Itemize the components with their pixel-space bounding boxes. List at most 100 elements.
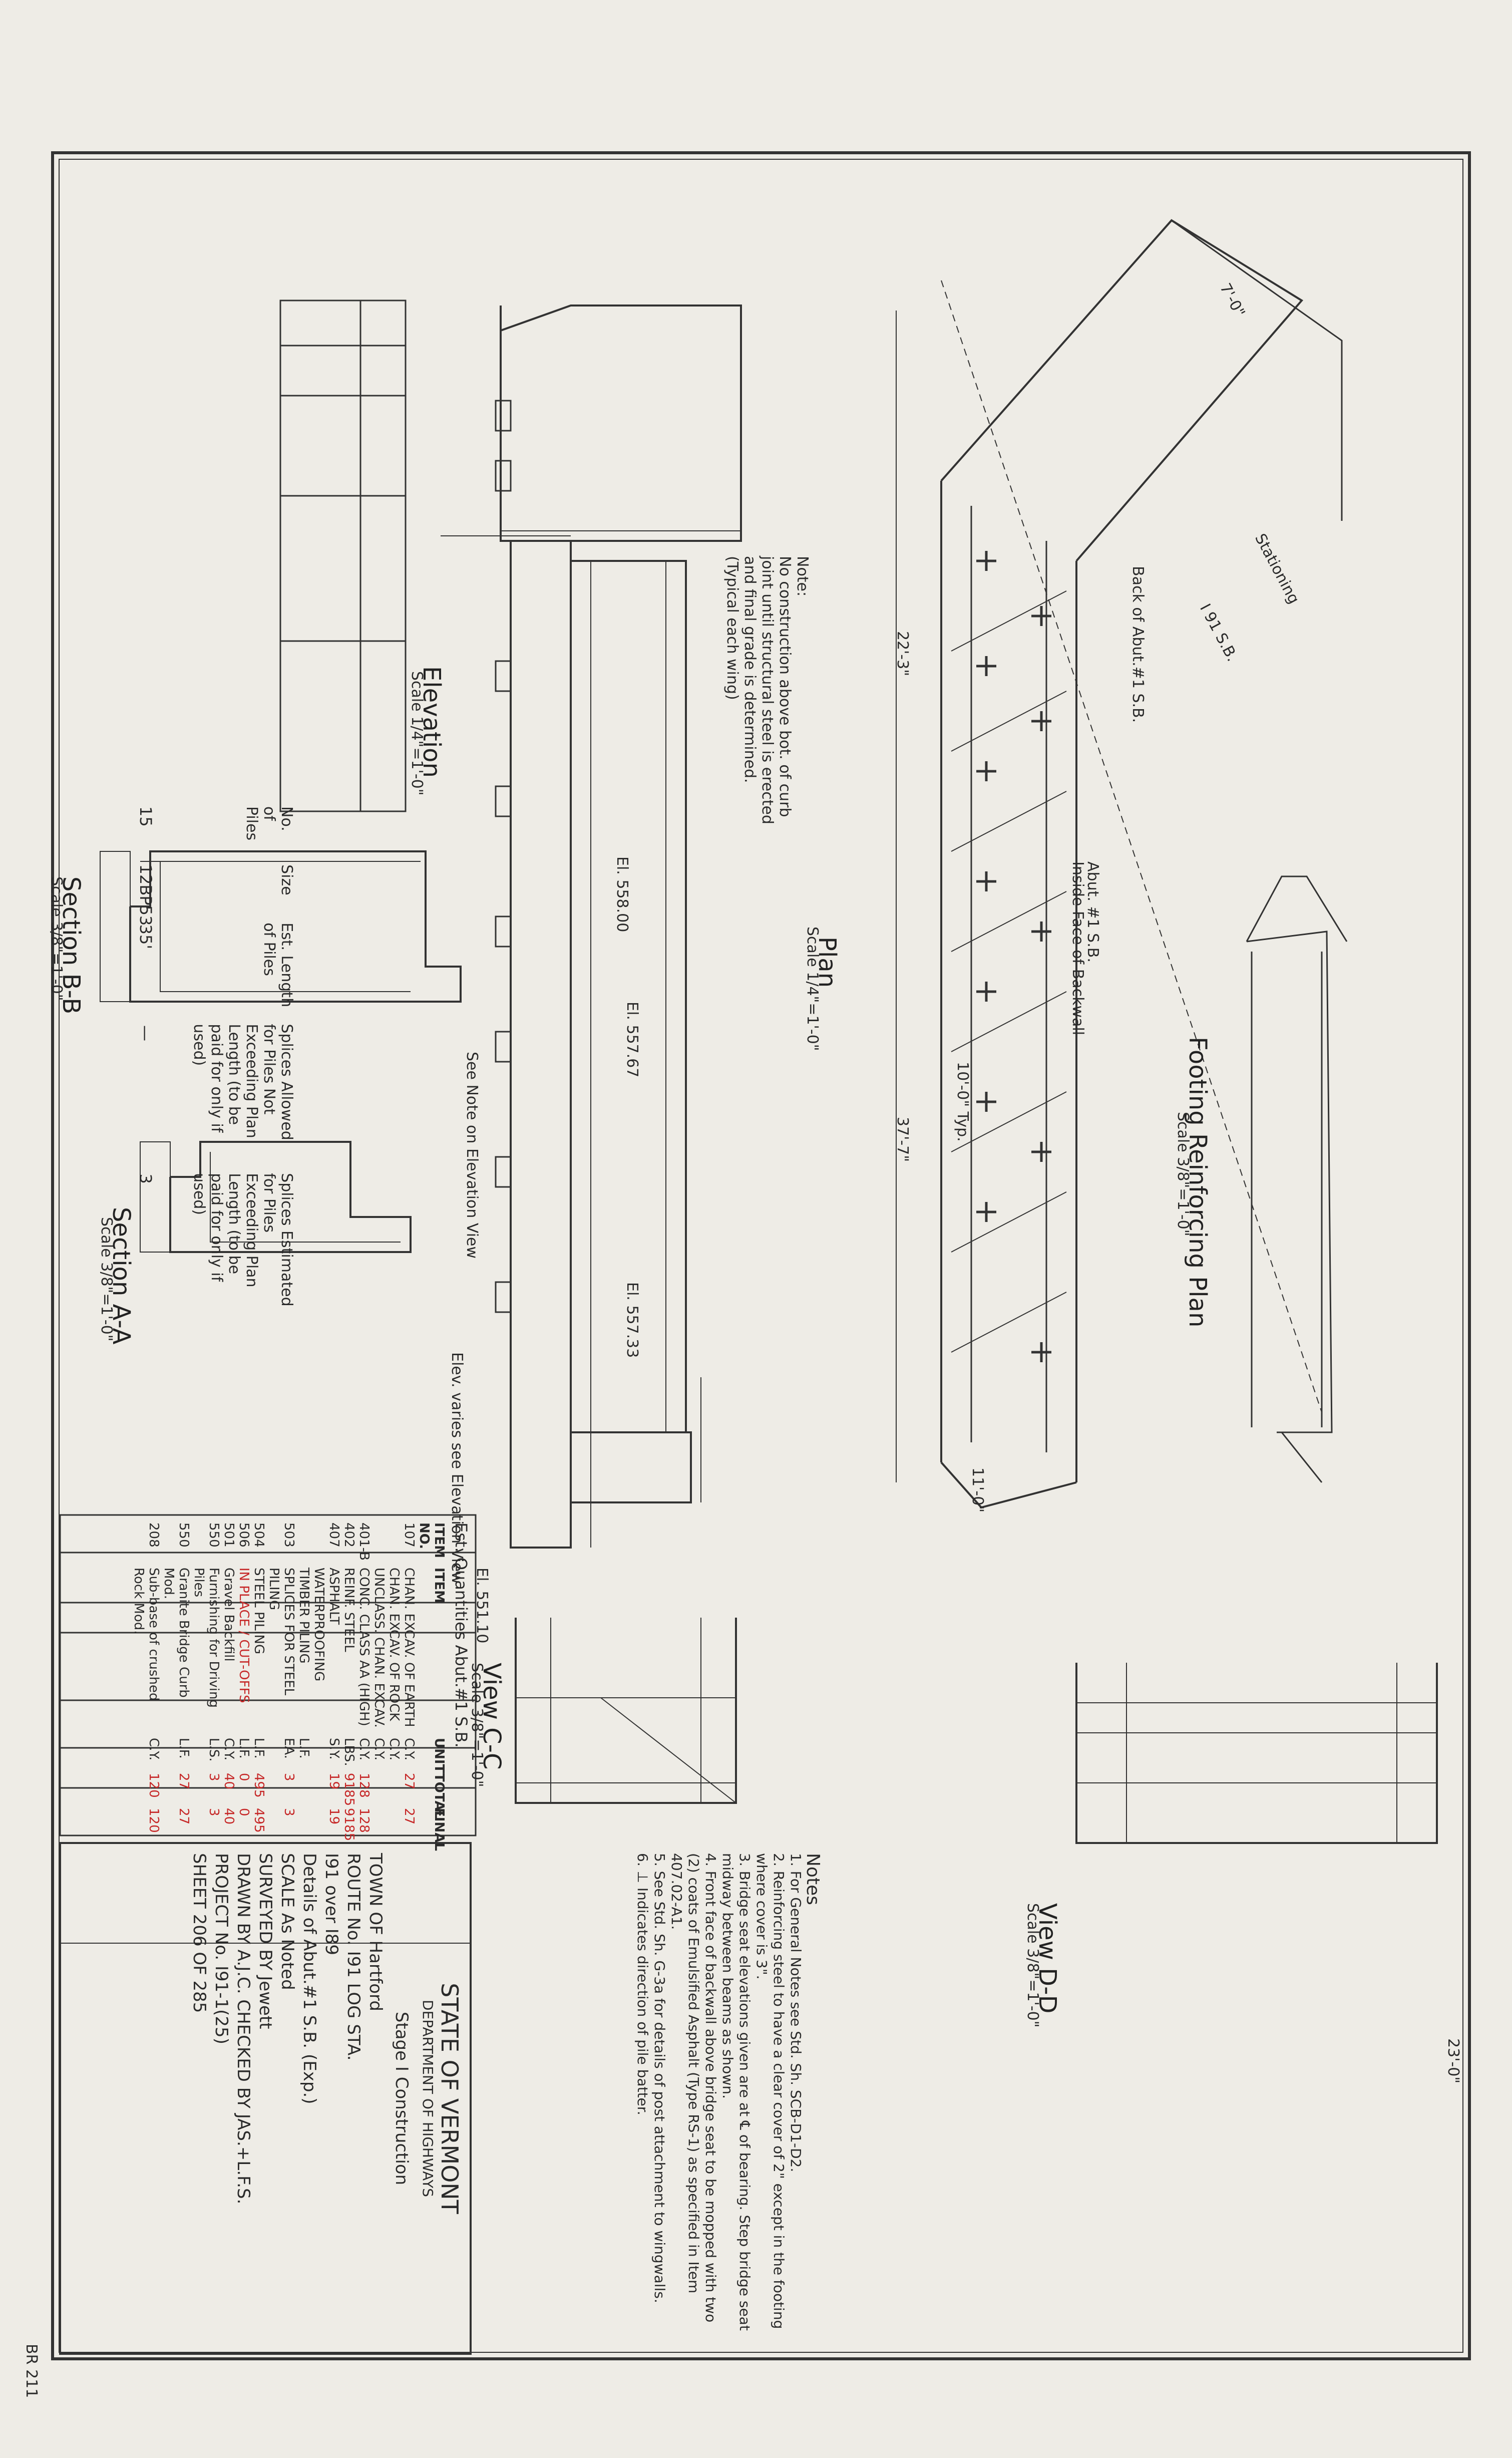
footing-reinforcing-plan	[1246, 875, 1348, 1483]
quantity-cell: Granite Bridge Curb Mod.	[161, 1568, 191, 1698]
label-abut: Abut. #1 S.B.	[1084, 861, 1101, 963]
quantity-row: UNCLASS. CHAN. EXCAV.C.Y.	[371, 1522, 387, 1843]
note-5: 5. See Std. Sh. G-3a for details of post…	[651, 1853, 668, 2303]
sheet-border	[51, 151, 1471, 2360]
qcol-final: FINAL	[432, 1808, 447, 1851]
quantity-cell: CHAN. EXCAV. OF EARTH	[402, 1568, 417, 1727]
dim-22-3: 22'-3"	[894, 631, 911, 677]
quantity-cell: 27	[176, 1773, 191, 1790]
quantities-grid	[59, 1514, 477, 1836]
quantity-cell	[387, 1522, 402, 1563]
quantity-cell: 550	[206, 1522, 221, 1548]
section-bb-scale: Scale 3/8"=1'-0"	[48, 876, 65, 1001]
piles-header-splices-estimated: Splices Estimated for Piles Exceeding Pl…	[190, 1173, 295, 1307]
quantity-cell	[296, 1773, 311, 1803]
piles-header-size: Size	[278, 864, 295, 895]
el-brg-3: El. 557.33	[623, 1282, 641, 1358]
elevation-view	[441, 304, 742, 1549]
quantity-cell: 3	[281, 1808, 296, 1816]
piles-splices-estimated: 3	[136, 1173, 155, 1184]
qcol-total: TOTAL	[432, 1773, 447, 1819]
quantity-cell: 503	[281, 1522, 296, 1548]
quantity-cell: 407	[326, 1522, 341, 1548]
quantity-cell: 208	[146, 1522, 161, 1548]
plan-view	[896, 219, 1343, 1509]
quantity-cell: ASPHALT WATERPROOFING	[311, 1568, 341, 1682]
tb-route: ROUTE No. I91 LOG STA.	[343, 1853, 363, 2061]
quantity-cell: 19	[326, 1773, 341, 1790]
quantity-cell: Gravel Backfill	[221, 1568, 236, 1662]
notes-heading: Notes	[803, 1853, 823, 1905]
quantity-cell: 27	[402, 1808, 417, 1825]
quantity-cell: 0	[236, 1808, 251, 1816]
quantity-cell: LBS.	[341, 1738, 356, 1766]
quantity-cell: 120	[146, 1773, 161, 1798]
quantity-cell: 501	[221, 1522, 236, 1548]
quantity-cell	[371, 1773, 387, 1803]
tb-town: TOWN OF Hartford	[365, 1853, 386, 2011]
view-dd-scale: Scale 3/8"=1'-0"	[1024, 1903, 1041, 2028]
el-5511: El. 551.10	[473, 1568, 491, 1644]
elevation-scale: Scale 1/4"=1'-0"	[408, 671, 426, 796]
quantity-cell: IN PLACE / CUT-OFFS	[236, 1568, 251, 1703]
quantity-cell: 3	[206, 1773, 221, 1781]
quantity-cell: L.F.	[251, 1738, 266, 1759]
quantity-cell: C.Y.	[402, 1738, 417, 1761]
quantity-cell: 40	[221, 1808, 236, 1825]
tb-project-no: PROJECT No. I91-1(25)	[211, 1853, 231, 2044]
quantity-cell: 40	[221, 1773, 236, 1790]
quantity-cell: CONC. CLASS AA (HIGH)	[356, 1568, 371, 1726]
tb-surveyed: SURVEYED BY Jewett	[255, 1853, 275, 2029]
view-cc	[515, 1618, 737, 1804]
quantity-cell: EA.	[281, 1738, 296, 1759]
quantities-heading: Est. Quantities Abut.#1 S.B.	[452, 1522, 471, 1748]
quantity-cell: 9185	[341, 1773, 356, 1806]
section-aa	[140, 1141, 412, 1253]
note-2: 2. Reinforcing steel to have a clear cov…	[753, 1853, 787, 2329]
construction-note: Note: No construction above bot. of curb…	[723, 556, 811, 836]
tb-stage: Stage I Construction	[392, 2011, 412, 2186]
piles-splices-allowed: —	[136, 1025, 155, 1041]
piles-count: 15	[136, 806, 155, 827]
quantity-cell: 495	[251, 1773, 266, 1798]
quantity-cell: TIMBER PILING	[296, 1568, 311, 1664]
piles-header-count: No. of Piles	[243, 806, 295, 841]
quantity-cell: C.Y.	[371, 1738, 387, 1761]
quantity-cell: C.Y.	[146, 1738, 161, 1761]
quantity-cell: 9185	[341, 1808, 356, 1841]
qcol-item: ITEM	[432, 1568, 447, 1604]
quantity-cell: 495	[251, 1808, 266, 1833]
inner-border	[59, 159, 1463, 2353]
tb-project-line: I91 over I89	[321, 1853, 341, 1956]
qcol-item-no: ITEM NO.	[417, 1522, 447, 1559]
tb-state: STATE OF VERMONT	[436, 1983, 463, 2214]
quantity-cell: 120	[146, 1808, 161, 1833]
quantity-cell: 19	[326, 1808, 341, 1825]
quantity-cell	[296, 1522, 311, 1563]
section-bb	[100, 850, 462, 1003]
tb-drawn: DRAWN BY A.J.C. CHECKED BY JAS.+L.F.S.	[233, 1853, 253, 2205]
quantity-cell: SPLICES FOR STEEL PILING	[266, 1568, 296, 1696]
tb-sheet: SHEET 206 OF 285	[189, 1853, 209, 2013]
piles-table: No. of Piles Size Est. Length of Piles S…	[136, 806, 295, 1307]
tb-ref: BR 211	[23, 2344, 40, 2398]
dim-11-0: 11'-0"	[969, 1467, 986, 1513]
dim-37-7: 37'-7"	[894, 1117, 911, 1162]
quantity-cell: 3	[281, 1773, 296, 1781]
quantity-cell: 402	[341, 1522, 356, 1548]
quantity-cell: C.Y.	[221, 1738, 236, 1761]
tb-scale: SCALE As Noted	[277, 1853, 297, 1990]
tb-department: DEPARTMENT OF HIGHWAYS	[420, 2000, 436, 2197]
quantity-cell: REINF. STEEL	[341, 1568, 356, 1652]
footing-plan-scale: Scale 3/8"=1'-0"	[1174, 1112, 1192, 1237]
quantity-cell: C.Y.	[387, 1738, 402, 1761]
dim-10-0: 10'-0" Typ.	[954, 1062, 971, 1142]
